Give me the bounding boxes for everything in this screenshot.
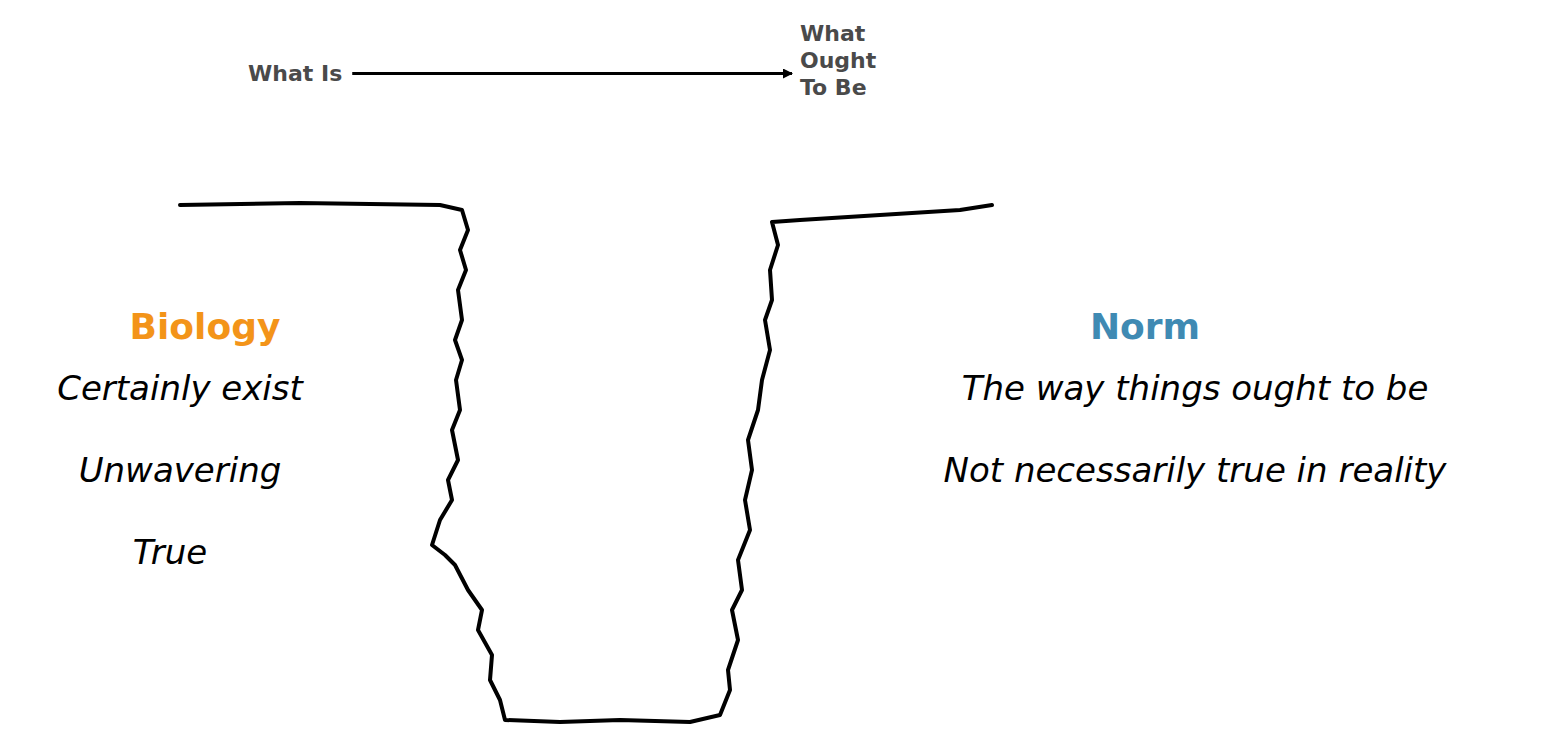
column-note: Unwavering: [79, 450, 282, 490]
column-note: Not necessarily true in reality: [944, 450, 1447, 490]
column-heading: Biology: [130, 306, 281, 347]
column-note: The way things ought to be: [962, 368, 1429, 408]
column-note: Certainly exist: [57, 368, 303, 408]
column-note: True: [133, 532, 208, 572]
node-text: What Ought To Be: [800, 20, 876, 101]
arrow-end-text: What Is: [248, 60, 342, 87]
chasm-outline: [180, 203, 992, 722]
node-text: What Is: [248, 60, 342, 87]
column-heading: Norm: [1090, 306, 1200, 347]
arrow-end-text: What Ought To Be: [800, 20, 876, 101]
arrow-connector: [352, 72, 792, 75]
